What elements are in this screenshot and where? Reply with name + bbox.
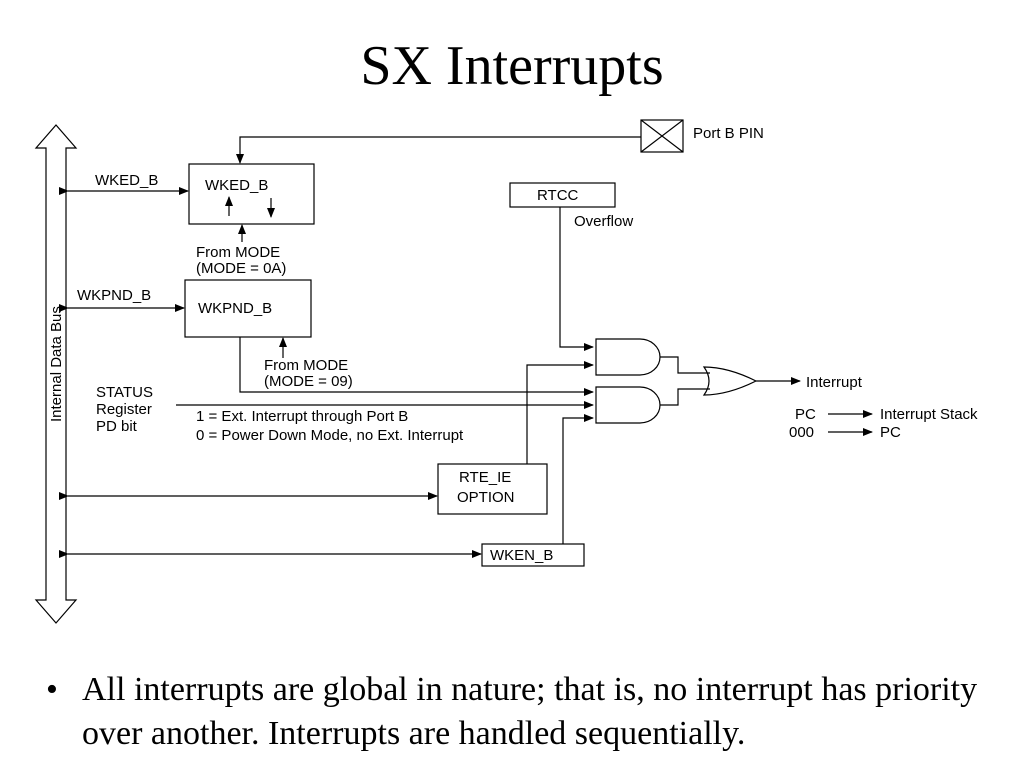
- and-gate-1: [595, 338, 661, 376]
- option-label: OPTION: [457, 489, 515, 506]
- wkpnd-b-box: [184, 279, 312, 338]
- rte-ie-label: RTE_IE: [459, 469, 511, 486]
- wked-b-box-label: WKED_B: [205, 177, 268, 194]
- wken-b-output-line: [562, 414, 594, 544]
- power-down-label: 0 = Power Down Mode, no Ext. Interrupt: [196, 427, 464, 444]
- pc-label-1: PC: [795, 406, 816, 423]
- from-mode-label-1: From MODE: [196, 244, 280, 261]
- wken-b-box: [481, 543, 585, 567]
- internal-data-bus-shape: [34, 124, 78, 624]
- status-label: STATUS: [96, 384, 153, 401]
- zeros-label: 000: [789, 424, 814, 441]
- wkpnd-b-bus-label: WKPND_B: [77, 287, 151, 304]
- bus-label: Internal Data Bus: [48, 306, 65, 422]
- pc-label-2: PC: [880, 424, 901, 441]
- pd-bit-label: PD bit: [96, 418, 138, 435]
- port-b-line: [236, 136, 641, 164]
- ext-interrupt-label: 1 = Ext. Interrupt through Port B: [196, 408, 408, 425]
- wked-b-box: [188, 163, 315, 225]
- interrupt-block-diagram: Internal Data Bus Port B PIN WKED_B WKED…: [34, 119, 978, 624]
- wked-b-bus-label: WKED_B: [95, 172, 158, 189]
- rtcc-overflow-line: [559, 207, 594, 351]
- mode-09-label: (MODE = 09): [264, 373, 353, 390]
- rtcc-box: [509, 182, 616, 208]
- wken-b-label: WKEN_B: [490, 547, 553, 564]
- port-b-pin-symbol: [640, 119, 684, 153]
- mode-0a-label: (MODE = 0A): [196, 260, 286, 277]
- slide-title: SX Interrupts: [360, 35, 664, 97]
- rte-ie-output-line: [526, 361, 594, 464]
- interrupt-stack-label: Interrupt Stack: [880, 406, 978, 423]
- wkpnd-b-box-label: WKPND_B: [198, 300, 272, 317]
- or-gate: [702, 366, 758, 396]
- rte-ie-option-box: [437, 463, 548, 515]
- and-gate-2: [595, 386, 661, 424]
- interrupt-label: Interrupt: [806, 374, 863, 391]
- wkpnd-b-output-line: [239, 337, 594, 396]
- bullet-text: All interrupts are global in nature; tha…: [82, 671, 978, 752]
- from-mode-label-2: From MODE: [264, 357, 348, 374]
- overflow-label: Overflow: [574, 213, 633, 230]
- port-b-pin-label: Port B PIN: [693, 125, 764, 142]
- bullet-glyph: •: [46, 671, 58, 708]
- register-label: Register: [96, 401, 152, 418]
- rtcc-label: RTCC: [537, 187, 579, 204]
